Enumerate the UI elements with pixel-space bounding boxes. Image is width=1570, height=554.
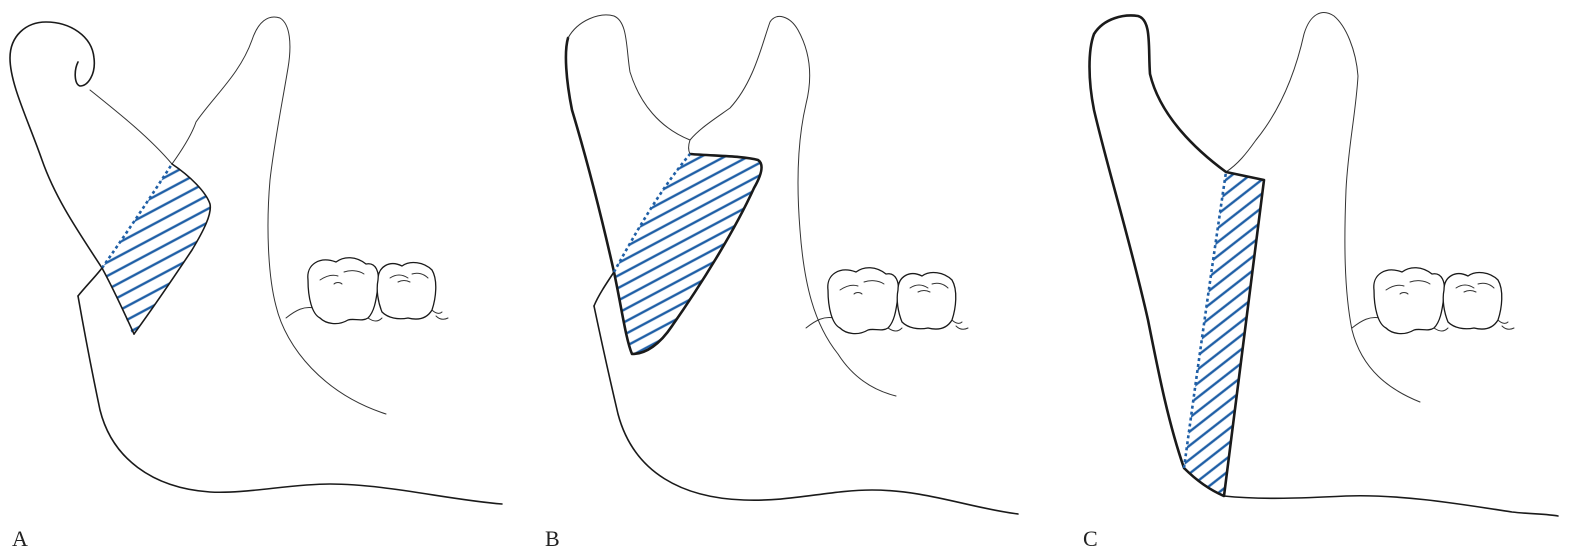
panel-b-drawing [566,15,1018,514]
panel-c-drawing [1090,13,1559,516]
panel-label-c: C [1083,526,1098,552]
panel-a-drawing [10,17,502,504]
panel-label-a: A [12,526,28,552]
panel-label-b: B [545,526,560,552]
